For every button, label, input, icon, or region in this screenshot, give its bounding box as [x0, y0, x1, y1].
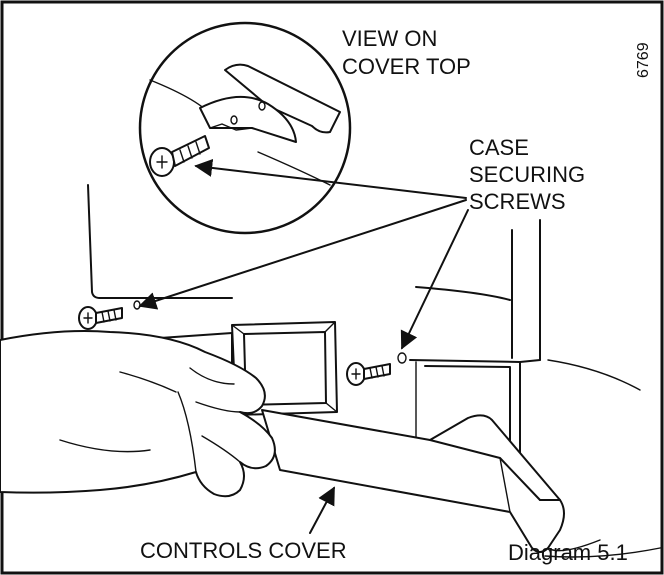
- controls-cover-label: CONTROLS COVER: [140, 538, 347, 563]
- screws-label-line3: SCREWS: [469, 189, 566, 214]
- left-case-screw: [78, 300, 141, 330]
- screws-label-line2: SECURING: [469, 162, 585, 187]
- hand-illustration: [0, 330, 276, 498]
- inset-label-line2: COVER TOP: [342, 54, 471, 79]
- screws-label-line1: CASE: [469, 135, 529, 160]
- inset-view-circle: [138, 21, 352, 235]
- reference-number: 6769: [635, 42, 652, 78]
- inset-label-line1: VIEW ON: [342, 26, 437, 51]
- leader-lines: [138, 158, 469, 534]
- controls-cover: [261, 409, 661, 558]
- diagram-caption: Diagram 5.1: [508, 540, 628, 565]
- right-case-screw: [346, 352, 407, 386]
